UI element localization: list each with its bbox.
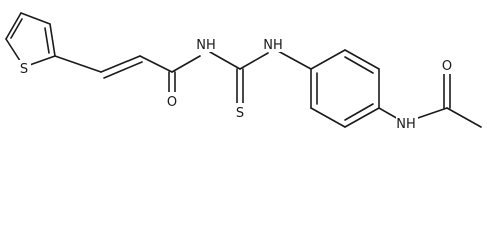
- atom-amide-o: O: [167, 95, 177, 110]
- bond-ring-inner-2: [344, 103, 374, 121]
- bond-ring-1: [310, 49, 346, 70]
- bond-c2-vinyl: [54, 55, 102, 73]
- thiophene-ring: [5, 12, 56, 68]
- bond-ring-5: [310, 107, 346, 128]
- molecule-diagram: S O NH NH S NH O: [5, 12, 482, 132]
- bond-cs-n: [239, 52, 269, 70]
- atom-anilide-nh: NH: [396, 117, 416, 132]
- bond-ring-inner-1: [344, 56, 374, 74]
- atom-thio-s: S: [236, 106, 244, 121]
- bond-carbonyl-n: [171, 55, 201, 73]
- bond-ring-2: [344, 49, 380, 70]
- benzene-ring: [310, 49, 380, 128]
- bond-c2-c3-double: [44, 27, 50, 54]
- bond-methyl: [446, 107, 482, 128]
- acetamide-group: [378, 73, 482, 128]
- thiourea-chain: [168, 50, 312, 104]
- bond-c3-c4: [20, 12, 51, 25]
- atom-thiophene-s: S: [20, 62, 28, 77]
- bond-vinyl-double: [103, 61, 143, 79]
- vinyl-linker: [54, 55, 173, 79]
- bond-c4-c5-double: [10, 18, 23, 39]
- atom-amide-nh: NH: [196, 38, 216, 53]
- bond-c4-c5: [5, 12, 22, 40]
- bond-n-cs: [209, 51, 241, 70]
- bond-n-ring: [277, 50, 312, 70]
- bond-c2-c3: [49, 23, 56, 57]
- atom-acetyl-o: O: [442, 59, 452, 74]
- atom-labels: S O NH NH S NH O: [17, 36, 454, 132]
- atom-thiourea-nh: NH: [263, 38, 283, 53]
- bond-vinyl-carbonyl: [139, 55, 173, 73]
- bond-ring-4: [344, 107, 380, 128]
- bond-vinyl: [100, 55, 141, 73]
